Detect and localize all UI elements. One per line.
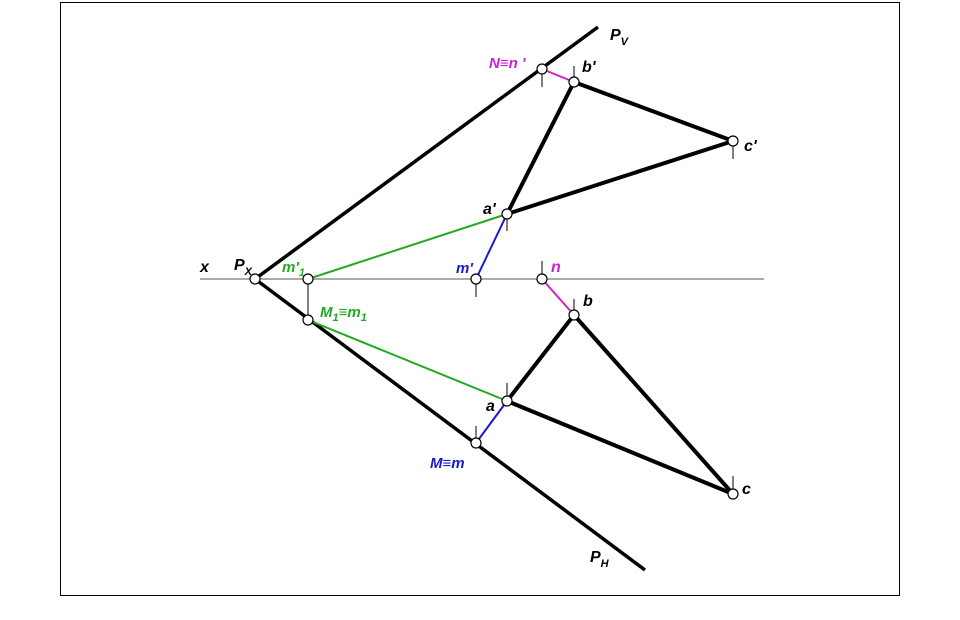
point-c <box>727 488 739 500</box>
edge-a-prime-c-prime <box>506 139 734 216</box>
edge-b-prime-c-prime <box>573 80 734 143</box>
label-n-upper: N≡n ' <box>489 55 526 72</box>
blue-line-upper <box>475 213 508 280</box>
point-c-prime <box>727 135 739 147</box>
label-ph: PH <box>590 549 610 570</box>
point-m1 <box>302 314 314 326</box>
label-b-lower: b <box>583 293 593 310</box>
point-n-prime <box>536 63 548 75</box>
trace-ph-line <box>253 277 647 572</box>
edge-a-b <box>505 313 576 403</box>
point-m-prime <box>470 273 482 285</box>
label-m1-prime: m'1 <box>282 259 305 279</box>
label-m-lower: M≡m <box>430 455 465 472</box>
label-c-prime: c' <box>744 138 758 155</box>
magenta-line-upper <box>541 68 575 83</box>
point-b <box>568 309 580 321</box>
point-a <box>501 395 513 407</box>
label-m-prime: m' <box>456 260 473 277</box>
tick-marks <box>475 66 734 494</box>
magenta-line-lower <box>541 278 575 316</box>
point-a-prime <box>501 208 513 220</box>
point-px <box>249 273 261 285</box>
label-n-lower: n <box>551 259 561 276</box>
drawing-frame <box>60 2 900 596</box>
edge-a-prime-b-prime <box>505 81 576 215</box>
point-n <box>536 273 548 285</box>
edge-b-c <box>572 313 735 496</box>
point-m1-prime <box>302 273 314 285</box>
label-pv: PV <box>610 27 630 48</box>
point-b-prime <box>568 76 580 88</box>
label-b-prime: b' <box>582 59 597 76</box>
green-line-lower <box>307 319 508 402</box>
edge-a-c <box>506 399 734 496</box>
label-x-axis: x <box>199 259 210 276</box>
label-a-lower: a <box>486 398 495 415</box>
label-c-lower: c <box>742 481 751 498</box>
label-px: PX <box>234 257 253 278</box>
point-m <box>470 437 482 449</box>
label-a-prime: a' <box>483 201 497 218</box>
blue-line-lower <box>475 400 508 444</box>
point-markers <box>249 63 739 500</box>
label-m1: M1≡m1 <box>320 304 367 324</box>
green-line-upper <box>307 213 508 280</box>
